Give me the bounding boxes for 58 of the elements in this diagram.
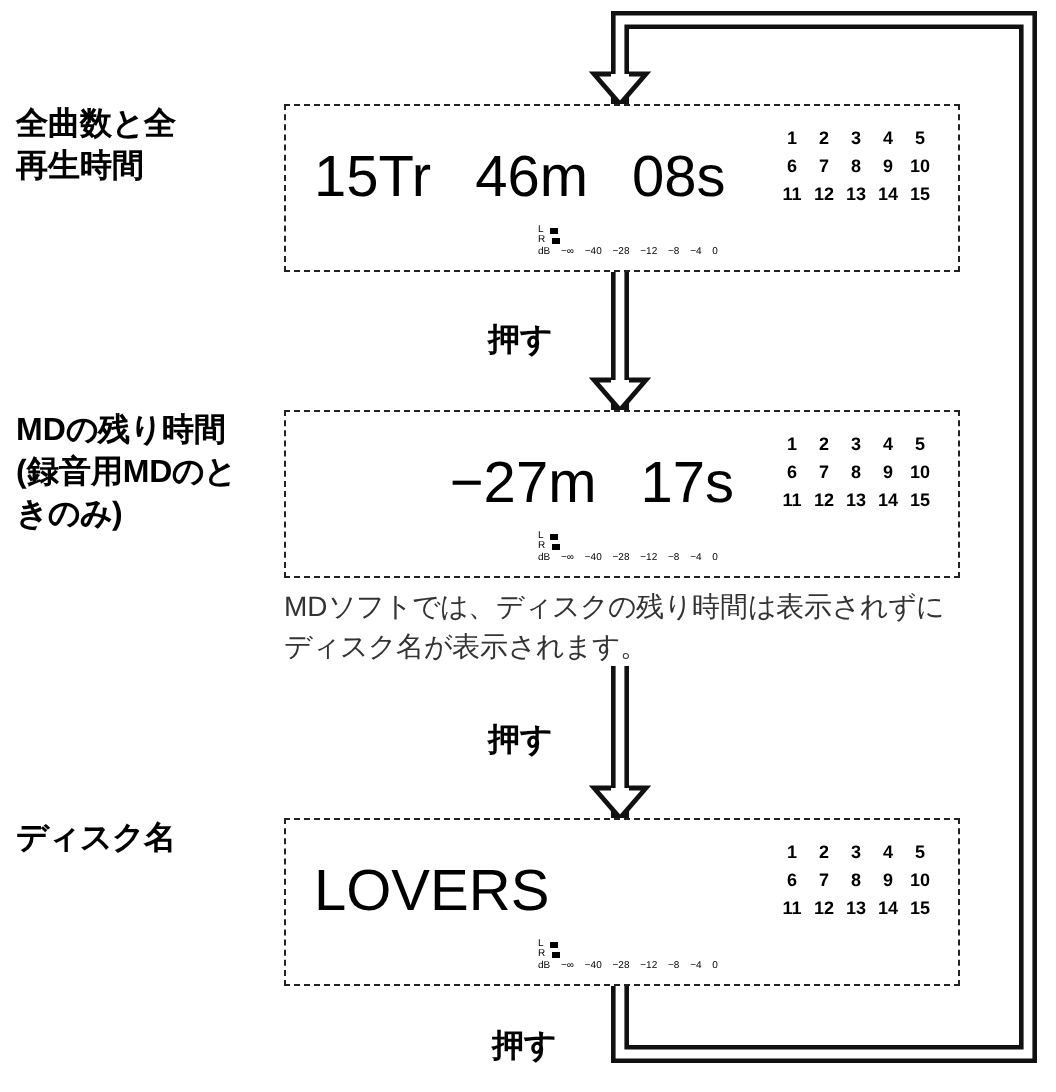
track-number: 11 bbox=[780, 488, 804, 512]
track-number: 7 bbox=[816, 460, 831, 484]
track-number: 3 bbox=[848, 840, 863, 864]
track-number: 9 bbox=[880, 154, 895, 178]
track-number: 4 bbox=[880, 840, 895, 864]
track-number: 3 bbox=[848, 432, 863, 456]
track-number: 15 bbox=[907, 182, 932, 206]
track-number: 12 bbox=[811, 182, 836, 206]
track-number: 6 bbox=[784, 868, 799, 892]
track-number: 9 bbox=[880, 868, 895, 892]
track-number: 5 bbox=[912, 840, 927, 864]
track-number: 12 bbox=[811, 488, 836, 512]
display-readout: 17s bbox=[640, 456, 734, 514]
track-number: 13 bbox=[843, 896, 868, 920]
track-number: 10 bbox=[907, 868, 932, 892]
track-number: 2 bbox=[816, 126, 831, 150]
track-number: 1 bbox=[784, 126, 799, 150]
track-number: 14 bbox=[875, 896, 900, 920]
note-text: MDソフトでは、ディスクの残り時間は表示されずにディスク名が表示されます。 bbox=[284, 588, 946, 666]
display-readout: LOVERS bbox=[314, 864, 550, 922]
row-caption: 全曲数と全再生時間 bbox=[16, 105, 178, 188]
display-readout: 15Tr bbox=[314, 150, 432, 208]
track-number: 1 bbox=[784, 840, 799, 864]
track-number: 5 bbox=[912, 432, 927, 456]
track-number: 8 bbox=[848, 460, 863, 484]
track-number: 10 bbox=[907, 154, 932, 178]
track-number: 2 bbox=[816, 432, 831, 456]
track-number: 8 bbox=[848, 868, 863, 892]
edge-label: 押す bbox=[492, 1032, 556, 1064]
display-readout: 08s bbox=[631, 150, 726, 208]
track-number: 6 bbox=[784, 154, 799, 178]
track-number: 11 bbox=[780, 182, 804, 206]
track-number: 7 bbox=[816, 154, 831, 178]
track-number: 14 bbox=[875, 182, 900, 206]
track-number: 4 bbox=[880, 432, 895, 456]
display-readout: 46m bbox=[475, 150, 588, 208]
track-number: 2 bbox=[816, 840, 831, 864]
track-number: 10 bbox=[907, 460, 932, 484]
track-number: 15 bbox=[907, 896, 932, 920]
track-number: 8 bbox=[848, 154, 863, 178]
track-number: 11 bbox=[780, 896, 804, 920]
edge-label: 押す bbox=[488, 325, 552, 357]
row-caption: ディスク名 bbox=[16, 819, 178, 860]
track-number: 6 bbox=[784, 460, 799, 484]
track-number: 9 bbox=[880, 460, 895, 484]
edge-label: 押す bbox=[488, 726, 552, 758]
track-number: 13 bbox=[843, 488, 868, 512]
track-number: 4 bbox=[880, 126, 895, 150]
track-number: 15 bbox=[907, 488, 932, 512]
track-number: 13 bbox=[843, 182, 868, 206]
track-number: 14 bbox=[875, 488, 900, 512]
display-readout: −27m bbox=[449, 456, 597, 514]
track-number: 1 bbox=[784, 432, 799, 456]
row-caption: MDの残り時間(録音用MDのときのみ) bbox=[16, 411, 239, 536]
track-number: 5 bbox=[912, 126, 927, 150]
track-number: 7 bbox=[816, 868, 831, 892]
track-number: 3 bbox=[848, 126, 863, 150]
track-number: 12 bbox=[811, 896, 836, 920]
